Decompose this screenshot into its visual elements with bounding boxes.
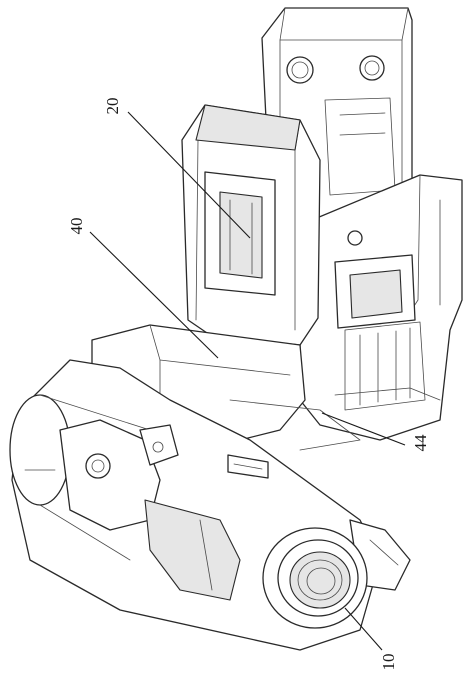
side-tab-hole xyxy=(85,453,111,479)
square-window-opening xyxy=(219,191,263,279)
front-opening xyxy=(262,527,368,629)
leader-line-44 xyxy=(321,412,406,446)
callout-10: 10 xyxy=(379,654,398,671)
frame-hole xyxy=(347,230,363,246)
cylinder-back-end xyxy=(9,394,71,506)
callout-20: 20 xyxy=(103,98,122,115)
latch-arm xyxy=(144,499,241,601)
window-housing xyxy=(181,104,321,346)
leader-line-40 xyxy=(89,231,219,359)
leader-line-10 xyxy=(344,607,383,651)
bracket-hole-right xyxy=(359,55,385,81)
side-frame xyxy=(299,174,463,441)
leader-line-20 xyxy=(127,111,251,239)
callout-44: 44 xyxy=(411,434,430,452)
side-tab xyxy=(59,419,161,531)
callout-40: 40 xyxy=(67,218,86,235)
bracket-hole-left xyxy=(286,56,314,84)
